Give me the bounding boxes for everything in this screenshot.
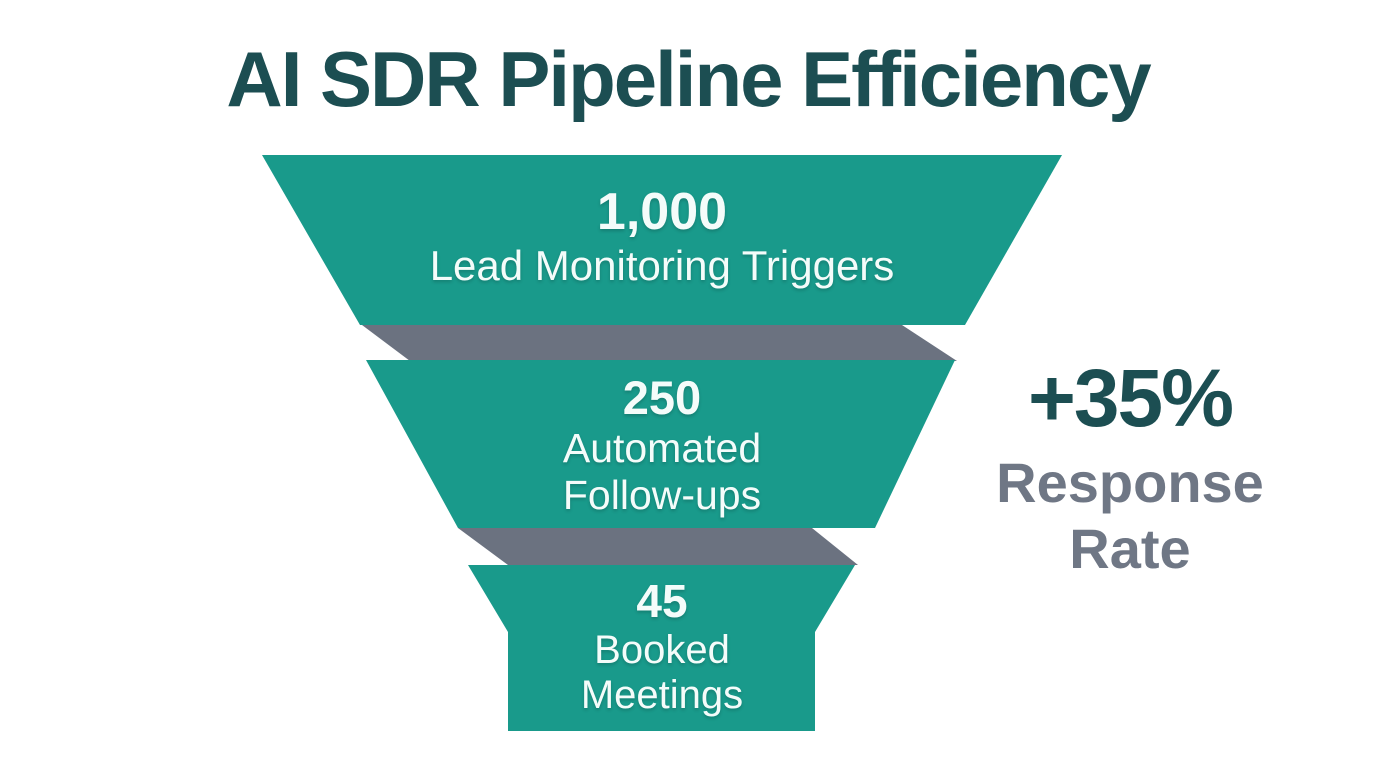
stage-1-shape (262, 155, 1062, 325)
response-rate-stat: +35% Response Rate (970, 358, 1290, 581)
stat-label-line-2: Rate (1069, 516, 1191, 580)
connector-1-shape (362, 325, 957, 361)
stage-3-label-line-1: Booked (594, 627, 730, 672)
stage-2-label-line-2: Follow-ups (562, 471, 762, 518)
stage-3-text: 45 Booked Meetings (482, 575, 842, 718)
stage-1-text: 1,000 Lead Monitoring Triggers (342, 183, 982, 291)
stage-3-label-line-2: Meetings (580, 672, 744, 717)
stage-1-value: 1,000 (596, 183, 728, 241)
connector-2-shape (458, 528, 858, 565)
stage-2-value: 250 (622, 371, 702, 424)
stat-label-line-1: Response (996, 451, 1264, 514)
stage-1-label: Lead Monitoring Triggers (429, 242, 895, 290)
stage-2-shape (366, 360, 955, 528)
stat-value: +35% (1027, 353, 1234, 444)
stage-2-text: 250 Automated Follow-ups (462, 371, 862, 519)
stat-label: Response Rate (970, 450, 1290, 581)
stage-3-shape (468, 565, 855, 731)
stage-3-value: 45 (636, 575, 688, 627)
page-title: AI SDR Pipeline Efficiency (226, 35, 1151, 123)
stage-2-label-line-1: Automated (562, 424, 762, 471)
